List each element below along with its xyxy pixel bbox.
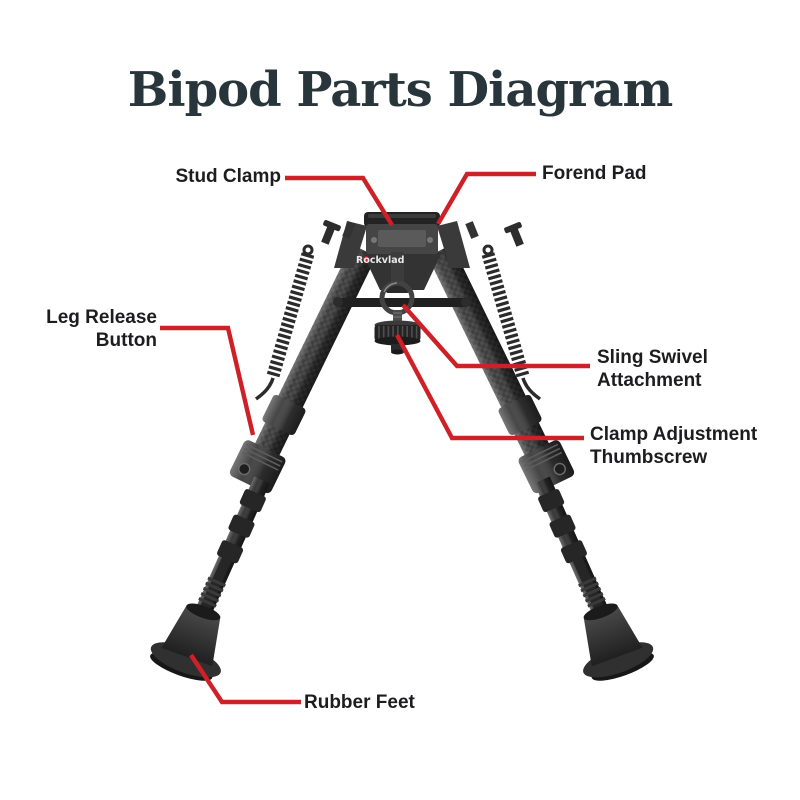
page-title: Bipod Parts Diagram: [127, 62, 673, 118]
thumbscrew-knob: [374, 310, 421, 355]
right-foot-spring: [578, 576, 607, 610]
leader-line-leg-release: [160, 325, 256, 436]
left-spring: [254, 244, 315, 401]
label-clamp-adjustment-thumbscrew: Clamp Adjustment Thumbscrew: [590, 424, 758, 468]
right-rubber-foot: [583, 603, 654, 681]
label-stud-clamp: Stud Clamp: [175, 166, 281, 187]
leader-line-stud-clamp: [285, 175, 394, 227]
left-lower-leg: [196, 476, 270, 614]
brand-logo-dot: [362, 256, 370, 263]
leader-line-rubber-feet: [189, 653, 301, 705]
brand-logo-text: Rockvlad: [356, 255, 404, 266]
leader-line-clamp-adjustment: [395, 333, 584, 441]
left-spring-anchor-pin: [321, 220, 341, 245]
right-leg-release-button: [518, 440, 575, 494]
label-leg-release-button: Leg Release Button: [46, 307, 157, 351]
right-spring-anchor-pin: [504, 222, 524, 247]
right-spring: [481, 244, 542, 401]
left-leg-release-button: [229, 440, 286, 494]
leader-line-sling-swivel: [401, 303, 590, 369]
label-sling-swivel-attachment: Sling Swivel Attachment: [597, 347, 708, 391]
left-foot-spring: [197, 576, 226, 610]
label-rubber-feet: Rubber Feet: [304, 692, 415, 713]
right-lower-leg: [534, 476, 608, 614]
left-rubber-foot: [150, 603, 221, 681]
label-forend-pad: Forend Pad: [542, 163, 647, 184]
brand-logo: Rockvlad: [356, 255, 404, 266]
leader-line-forend-pad: [436, 171, 536, 226]
crossbar: [333, 297, 471, 307]
